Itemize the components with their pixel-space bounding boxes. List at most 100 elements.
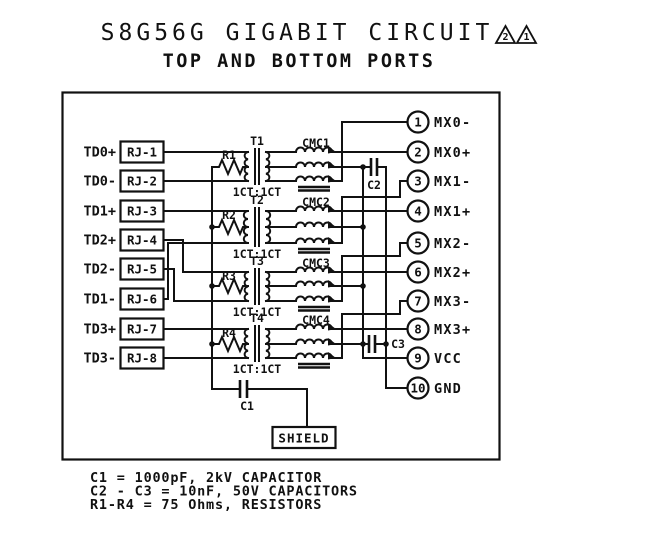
page-subtitle: TOP AND BOTTOM PORTS <box>163 51 436 72</box>
signal-label: TD3- <box>83 351 116 367</box>
revision-flag-number: 1 <box>523 32 529 43</box>
output-pin-4: 4 MX1+ <box>406 199 471 223</box>
pin-number: 10 <box>410 381 425 396</box>
note-line: C1 = 1000pF, 2kV CAPACITOR <box>90 470 322 486</box>
output-pin-10: 10 GND <box>406 376 462 400</box>
rj-pin-label: RJ-8 <box>127 351 157 366</box>
termination-bus <box>211 166 308 428</box>
port-row-5: TD2- RJ-5 <box>83 257 165 281</box>
pin-number: 3 <box>414 174 422 189</box>
revision-flag-number: 2 <box>502 32 508 43</box>
block-2-labels: T2 1CT:1CT CMC2 R2 <box>222 193 330 261</box>
choke-cores <box>298 185 330 369</box>
output-pin-2: 2 MX0+ <box>406 140 471 164</box>
input-wires <box>163 151 249 359</box>
revision-triangle-icon <box>494 24 517 44</box>
output-pin-6: 6 MX2+ <box>406 260 471 284</box>
shield-label: SHIELD <box>278 431 329 446</box>
resistor-label: R2 <box>222 208 236 222</box>
port-row-6: TD1- RJ-6 <box>83 287 165 311</box>
pin-number: 8 <box>414 322 422 337</box>
capacitor-plates <box>238 158 379 398</box>
output-pin-1: 1 MX0- <box>406 110 471 134</box>
transformer-cores <box>254 148 260 362</box>
choke-label: CMC3 <box>302 256 330 270</box>
pin-signal-label: MX2+ <box>434 265 471 281</box>
signal-label: TD2- <box>83 262 116 278</box>
port-row-7: TD3+ RJ-7 <box>83 317 165 341</box>
rj-port-column: TD0+ RJ-1 TD0- RJ-2 TD1+ RJ-3 TD2+ RJ-4 … <box>83 140 165 370</box>
block-1-labels: T1 1CT:1CT CMC1 R1 <box>222 134 330 199</box>
revision-flags: 2 1 <box>494 24 538 44</box>
shield-box <box>271 425 337 450</box>
note-line: C2 - C3 = 10nF, 50V CAPACITORS <box>90 484 358 500</box>
signal-label: TD1+ <box>83 204 116 220</box>
revision-triangle-icon <box>515 24 538 44</box>
block-3-labels: T3 1CT:1CT CMC3 R3 <box>222 254 330 319</box>
pin-signal-label: GND <box>434 381 462 397</box>
transformer-label: T2 <box>250 193 264 207</box>
pin-number: 4 <box>414 204 422 219</box>
rj-pin-label: RJ-6 <box>127 292 157 307</box>
turns-ratio-label: 1CT:1CT <box>233 185 282 199</box>
junction-dots <box>209 164 389 347</box>
signal-label: TD0- <box>83 174 116 190</box>
pin-number: 6 <box>414 265 422 280</box>
pin-signal-label: MX3+ <box>434 322 471 338</box>
transformer-label: T3 <box>250 254 264 268</box>
output-pin-9: 9 VCC <box>406 346 462 370</box>
page-title: S8G56G GIGABIT CIRCUIT <box>101 20 494 46</box>
resistor-label: R1 <box>222 148 236 162</box>
transformer-label: T1 <box>250 134 264 148</box>
port-row-4: TD2+ RJ-4 <box>83 228 165 252</box>
capacitor-c3-label: C3 <box>391 337 405 351</box>
output-wires <box>331 121 409 389</box>
choke-winding-arrows <box>328 146 336 360</box>
rj-pin-label: RJ-4 <box>127 233 157 248</box>
rj-pin-label: RJ-7 <box>127 322 157 337</box>
output-pin-8: 8 MX3+ <box>406 317 471 341</box>
pin-signal-label: VCC <box>434 351 462 367</box>
block-4-labels: T4 1CT:1CT CMC4 R4 <box>222 311 330 376</box>
output-pin-column: 1 MX0- 2 MX0+ 3 MX1- 4 MX1+ 5 MX2- 6 MX2… <box>406 110 471 400</box>
transformer-label: T4 <box>250 311 264 325</box>
choke-windings <box>294 146 334 360</box>
choke-label: CMC2 <box>302 195 330 209</box>
turns-ratio-label: 1CT:1CT <box>233 362 282 376</box>
output-pin-5: 5 MX2- <box>406 231 471 255</box>
pin-number: 2 <box>414 145 422 160</box>
output-pin-3: 3 MX1- <box>406 169 471 193</box>
pin-number: 5 <box>414 236 422 251</box>
pin-signal-label: MX2- <box>434 236 471 252</box>
secondary-leads <box>265 151 297 359</box>
signal-label: TD3+ <box>83 322 116 338</box>
signal-label: TD1- <box>83 292 116 308</box>
pin-signal-label: MX0- <box>434 115 471 131</box>
resistor-label: R4 <box>222 326 236 340</box>
choke-label: CMC1 <box>302 136 330 150</box>
resistor-label: R3 <box>222 269 236 283</box>
capacitor-c1-label: C1 <box>240 399 254 413</box>
port-row-3: TD1+ RJ-3 <box>83 199 165 223</box>
pin-number: 9 <box>414 351 422 366</box>
termination-resistors <box>211 157 249 354</box>
pin-signal-label: MX0+ <box>434 145 471 161</box>
transformer-primary-windings <box>242 150 250 360</box>
pin-signal-label: MX1- <box>434 174 471 190</box>
signal-label: TD2+ <box>83 233 116 249</box>
note-line: R1-R4 = 75 Ohms, RESISTORS <box>90 497 322 513</box>
pin-signal-label: MX3- <box>434 294 471 310</box>
schematic-border <box>61 91 501 461</box>
port-row-1: TD0+ RJ-1 <box>83 140 165 164</box>
pin-number: 7 <box>414 294 422 309</box>
turns-ratio-label: 1CT:1CT <box>233 305 282 319</box>
pin-signal-label: MX1+ <box>434 204 471 220</box>
turns-ratio-label: 1CT:1CT <box>233 247 282 261</box>
pin-number: 1 <box>414 115 422 130</box>
capacitor-c2-label: C2 <box>367 178 381 192</box>
rj-pin-label: RJ-2 <box>127 174 157 189</box>
choke-label: CMC4 <box>302 313 330 327</box>
output-pin-7: 7 MX3- <box>406 289 471 313</box>
port-row-2: TD0- RJ-2 <box>83 169 165 193</box>
